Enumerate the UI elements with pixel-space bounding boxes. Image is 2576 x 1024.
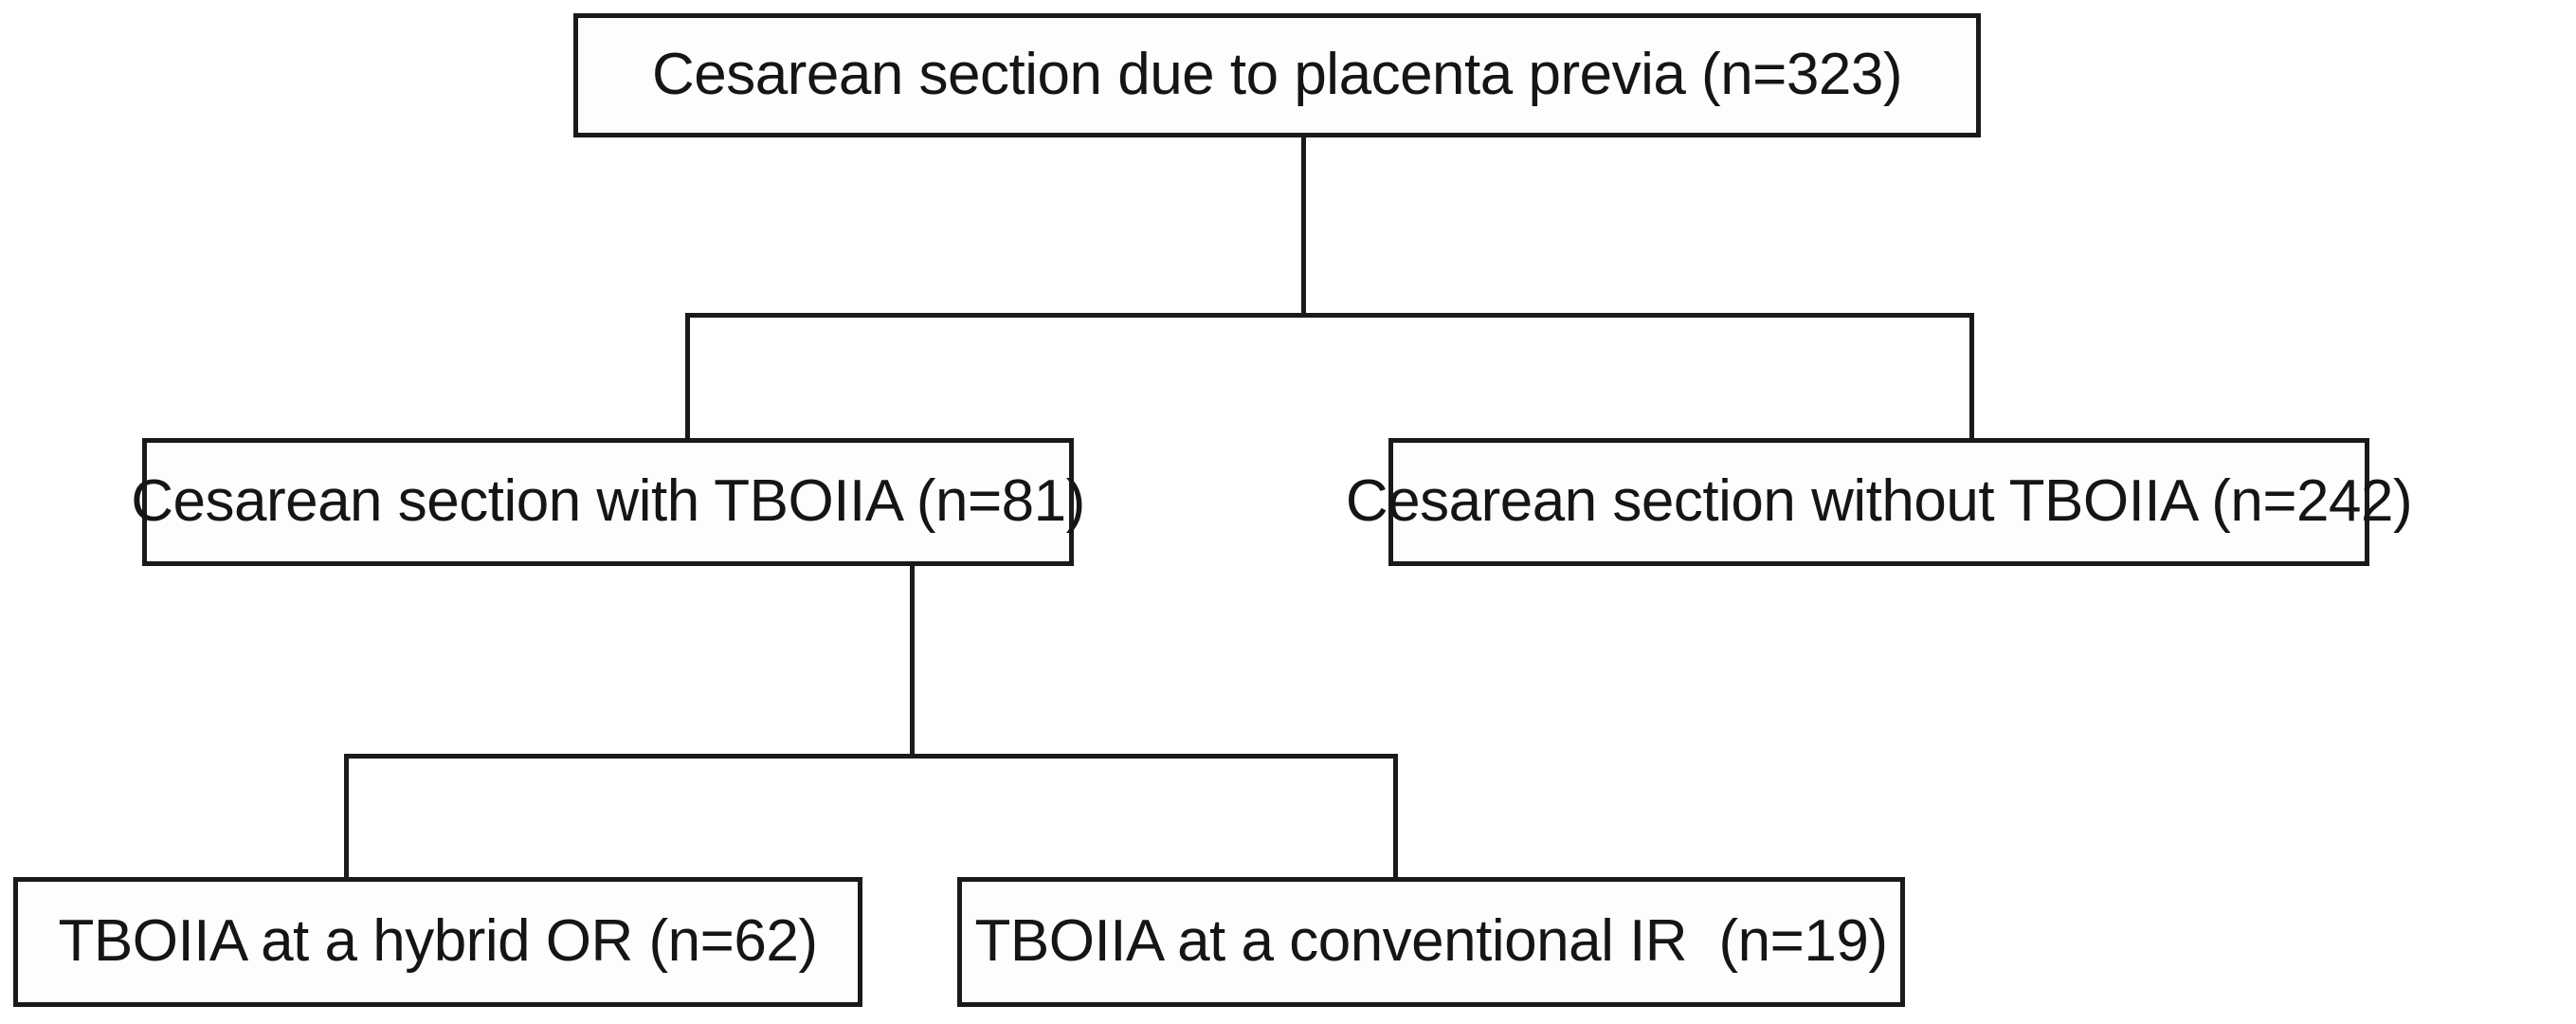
flowchart-node-without-tboiia-label: Cesarean section without TBOIIA (n=242) [1345, 468, 2413, 535]
flowchart-node-with-tboiia: Cesarean section with TBOIIA (n=81) [131, 438, 1085, 566]
flowchart-node-conventional-ir-label: TBOIIA at a conventional IR (n=19) [974, 908, 1888, 975]
flowchart-node-with-tboiia-label: Cesarean section with TBOIIA (n=81) [131, 468, 1085, 535]
connector-to-with-tboiia [685, 313, 690, 440]
connector-to-conventional-ir [1393, 754, 1398, 880]
flowchart-node-root-label: Cesarean section due to placenta previa … [652, 42, 1902, 108]
connector-level1-horizontal-bar [685, 313, 1974, 318]
flowchart-node-conventional-ir: TBOIIA at a conventional IR (n=19) [957, 877, 1905, 1007]
flowchart-node-without-tboiia: Cesarean section without TBOIIA (n=242) [1346, 438, 2413, 566]
flowchart-node-root: Cesarean section due to placenta previa … [573, 13, 1981, 137]
flowchart-node-hybrid-or-label: TBOIIA at a hybrid OR (n=62) [58, 908, 818, 975]
flowchart-node-hybrid-or: TBOIIA at a hybrid OR (n=62) [13, 877, 862, 1007]
connector-level2-horizontal-bar [344, 754, 1398, 759]
connector-root-stem [1301, 137, 1306, 318]
connector-with-tboiia-stem [910, 566, 915, 756]
connector-to-hybrid-or [344, 754, 349, 880]
connector-to-without-tboiia [1969, 313, 1974, 440]
